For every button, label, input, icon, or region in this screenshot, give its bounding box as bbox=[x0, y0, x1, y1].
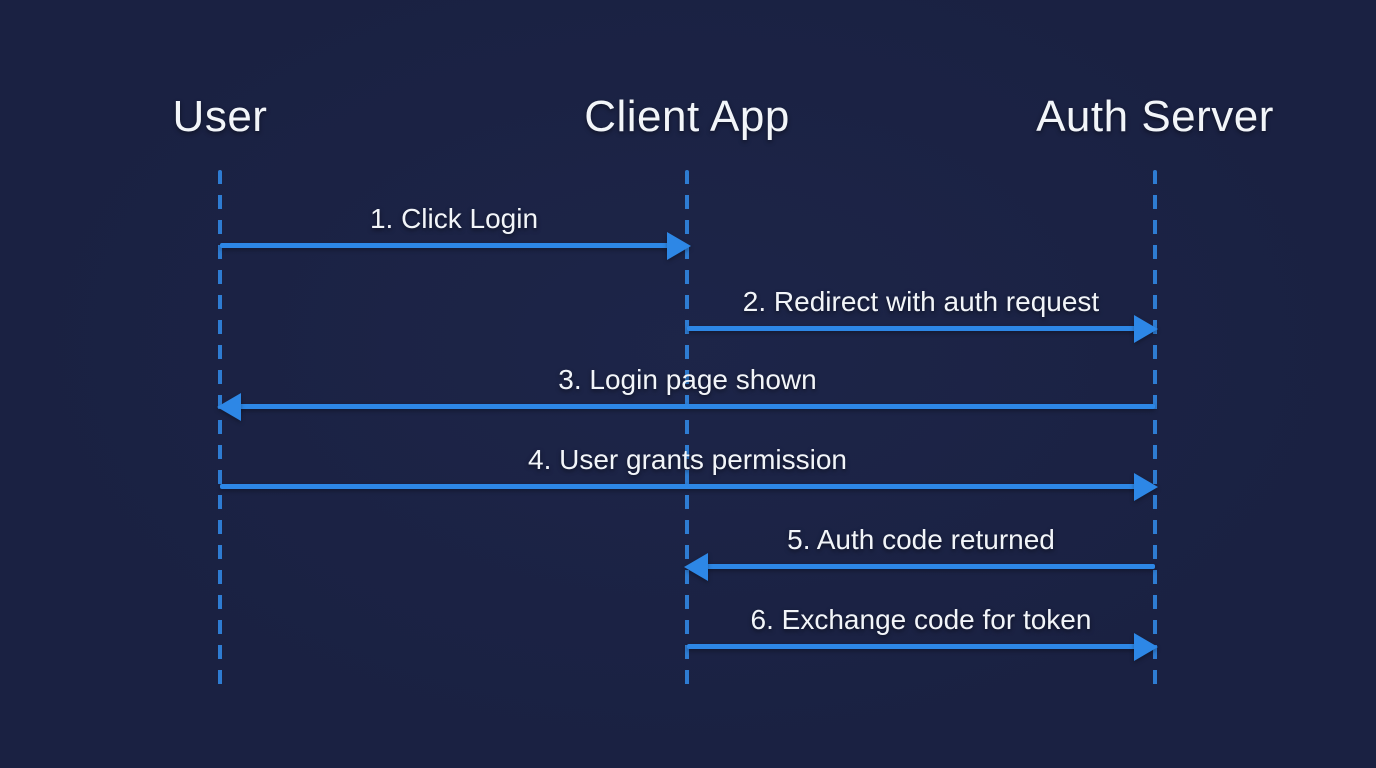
message-user-grants-permission: 4. User grants permission bbox=[220, 444, 1158, 501]
actor-label-auth-server: Auth Server bbox=[1036, 92, 1274, 141]
message-auth-code-returned: 5. Auth code returned bbox=[684, 524, 1155, 581]
message-label: 3. Login page shown bbox=[558, 364, 817, 395]
lifeline-client-app bbox=[685, 170, 689, 693]
arrow-line bbox=[687, 326, 1139, 331]
message-label: 2. Redirect with auth request bbox=[742, 286, 1100, 317]
actor-label-user: User bbox=[172, 92, 268, 141]
arrow-left-icon bbox=[684, 552, 708, 581]
arrow-line bbox=[236, 404, 1155, 409]
actor-label-client-app: Client App bbox=[584, 92, 790, 141]
message-click-login: 1. Click Login bbox=[220, 203, 691, 260]
arrow-line bbox=[220, 484, 1139, 489]
message-label: 5. Auth code returned bbox=[787, 524, 1055, 555]
message-label: 1. Click Login bbox=[369, 203, 539, 234]
arrow-line bbox=[703, 564, 1155, 569]
lifeline-user bbox=[218, 170, 222, 693]
arrow-right-icon bbox=[1134, 472, 1158, 501]
arrow-line bbox=[220, 243, 672, 248]
arrow-right-icon bbox=[667, 231, 691, 260]
message-exchange-code-for-token: 6. Exchange code for token bbox=[687, 604, 1158, 661]
message-login-page-shown: 3. Login page shown bbox=[217, 364, 1155, 421]
message-label: 6. Exchange code for token bbox=[750, 604, 1092, 635]
message-label: 4. User grants permission bbox=[527, 444, 848, 475]
lifeline-auth-server bbox=[1153, 170, 1157, 693]
arrow-line bbox=[687, 644, 1139, 649]
arrow-right-icon bbox=[1134, 314, 1158, 343]
message-redirect-auth-request: 2. Redirect with auth request bbox=[687, 286, 1158, 343]
arrow-left-icon bbox=[217, 392, 241, 421]
arrow-right-icon bbox=[1134, 632, 1158, 661]
